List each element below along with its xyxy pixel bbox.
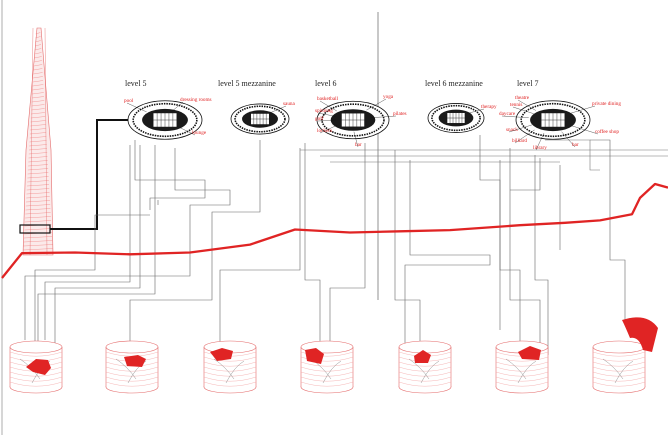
level-title: level 6 (315, 79, 337, 88)
amenity-label: yoga (383, 94, 394, 100)
amenity-leader (366, 98, 387, 111)
amenity-label: dressing rooms (180, 97, 212, 103)
amenity-zone (518, 346, 541, 360)
level-title: level 5 mezzanine (218, 79, 276, 88)
amenity-label: therapy (481, 104, 497, 110)
floor-plan (427, 103, 485, 133)
amenity-leader (126, 102, 147, 113)
slice-module-7 (592, 317, 658, 394)
amenity-label: tennis (510, 102, 522, 108)
amenity-label: billiard (512, 138, 527, 144)
floor-plan (316, 100, 390, 140)
amenity-leader (353, 131, 359, 148)
amenity-leader (317, 112, 336, 117)
amenity-leader (512, 106, 534, 114)
amenity-leader (535, 132, 545, 151)
amenity-leader (517, 99, 536, 111)
tower-leader-line (50, 119, 130, 230)
floor-plan (127, 100, 203, 140)
connector-lines (24, 135, 626, 368)
level-title: level 6 mezzanine (425, 79, 483, 88)
amenity-label: coffee shop (595, 128, 619, 135)
amenity-leader (571, 125, 599, 135)
amenity-label: theatre (515, 95, 530, 101)
amenity-leader (270, 105, 287, 113)
amenity-label: library (533, 145, 547, 151)
amenity-label: private dining (592, 101, 621, 107)
amenity-leader (317, 119, 336, 122)
amenity-leader (171, 101, 184, 112)
amenity-leader (370, 115, 397, 118)
amenity-zone (210, 348, 233, 361)
amenity-label: pilates (393, 111, 407, 117)
amenity-zone (26, 359, 51, 375)
amenity-zone (305, 348, 324, 364)
amenity-zone (622, 317, 658, 352)
amenity-label: pool (124, 98, 134, 104)
amenity-leader (319, 125, 337, 134)
amenity-label: bar (355, 142, 362, 148)
level-group-1: level 5 pool dressing rooms lounge (124, 79, 212, 140)
level-group-4: level 6 mezzanine therapy (425, 79, 497, 133)
amenity-label: spinning (315, 108, 333, 114)
amenity-label: basketball (317, 96, 339, 102)
slice-module-1 (9, 340, 63, 394)
amenity-label: daycare (499, 111, 516, 117)
level-group-2: level 5 mezzanine sauna (218, 79, 296, 135)
amenity-leader (561, 131, 576, 148)
floor-plan (515, 100, 591, 140)
amenity-label: snack (506, 127, 518, 133)
slice-module-3 (203, 340, 257, 394)
amenity-leader (508, 124, 532, 133)
elevation-profile-line (1, 182, 668, 279)
amenity-leader (467, 108, 485, 114)
amenity-zone (124, 355, 146, 367)
slice-module-2 (105, 340, 159, 394)
amenity-leader (514, 129, 535, 144)
amenity-zone (414, 350, 431, 363)
amenity-label: lounge (192, 130, 207, 136)
slice-module-4 (300, 340, 354, 394)
amenity-leader (177, 126, 196, 136)
amenity-leader (501, 115, 529, 118)
tower-elevation (22, 27, 54, 256)
amenity-label: sauna (283, 101, 296, 107)
guide-lines (300, 139, 668, 171)
level-title: level 5 (125, 79, 147, 88)
slice-module-5 (398, 340, 452, 394)
amenity-label: bar (572, 142, 579, 148)
level-title: level 7 (517, 79, 539, 88)
floor-plan (230, 103, 290, 135)
amenity-label: golf (315, 115, 324, 122)
amenity-leader (570, 105, 596, 114)
amenity-leader (319, 100, 337, 112)
slice-module-6 (495, 340, 549, 394)
